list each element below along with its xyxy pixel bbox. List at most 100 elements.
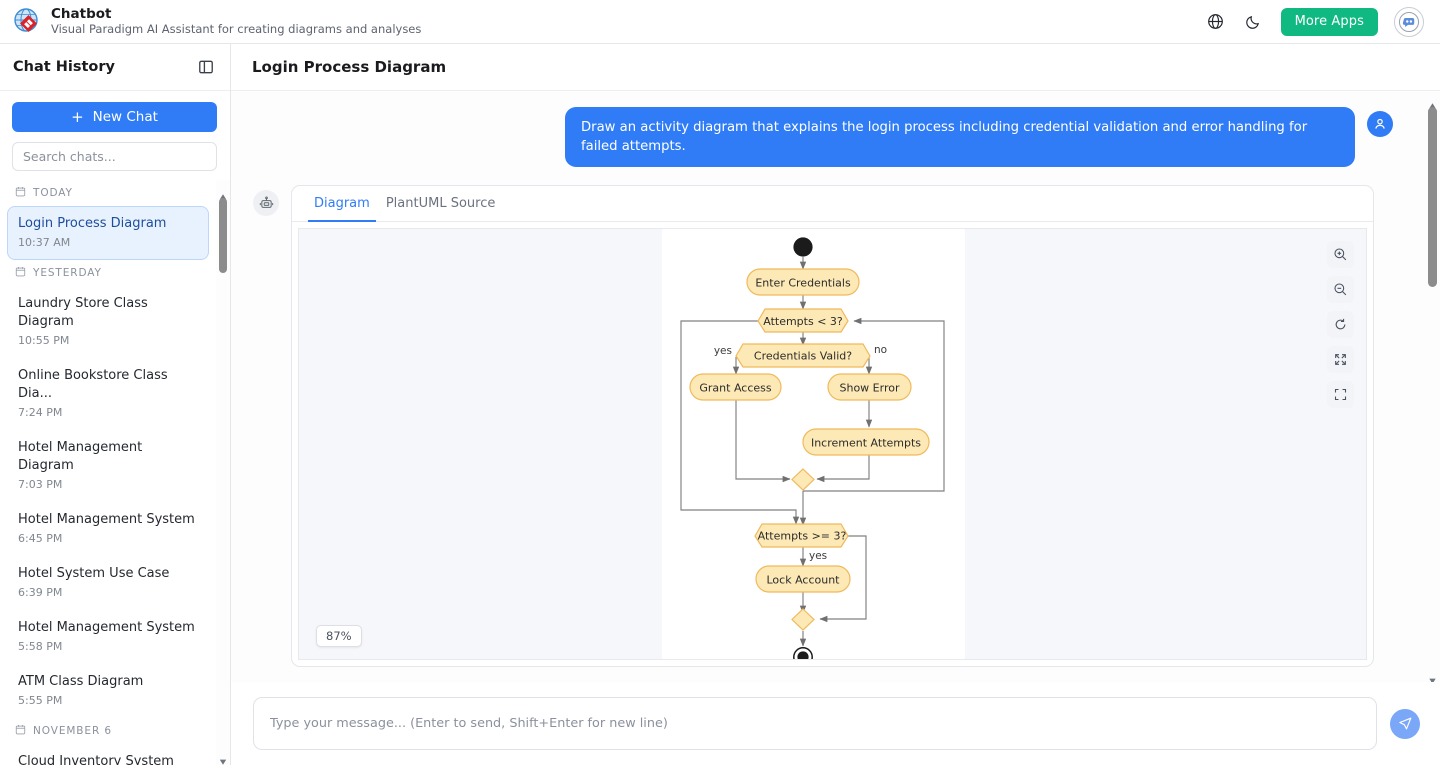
chat-item-title: Online Bookstore Class Dia... <box>18 368 168 401</box>
group-label-text: YESTERDAY <box>33 267 102 279</box>
scroll-down-arrow-icon[interactable] <box>1428 670 1437 682</box>
svg-text:Attempts < 3?: Attempts < 3? <box>763 315 843 328</box>
action-lock-account: Lock Account <box>755 565 851 593</box>
diagram-card: Diagram PlantUML Source <box>291 185 1374 667</box>
conversation-scroll-thumb[interactable] <box>1428 107 1437 287</box>
group-label-text: TODAY <box>33 187 73 199</box>
scroll-down-arrow-icon[interactable] <box>219 751 227 765</box>
action-show-error: Show Error <box>827 373 912 401</box>
send-button[interactable] <box>1390 708 1420 739</box>
diagram-canvas[interactable]: Enter Credentials Attempts < 3? <box>298 228 1367 660</box>
decision-attempts-ge-3: Attempts >= 3? <box>754 523 849 548</box>
tab-diagram[interactable]: Diagram <box>308 186 376 222</box>
chat-item-title: Cloud Inventory System Di... <box>18 754 174 765</box>
sidebar-title: Chat History <box>13 59 115 75</box>
decision-credentials-valid: Credentials Valid? <box>735 343 871 368</box>
svg-text:Show Error: Show Error <box>840 382 900 395</box>
reset-view-icon[interactable] <box>1327 311 1354 338</box>
decision-attempts-lt-3: Attempts < 3? <box>757 308 849 333</box>
chat-item-time: 5:58 PM <box>18 640 63 653</box>
sidebar-scrollbar[interactable] <box>216 180 230 765</box>
moon-icon[interactable] <box>1243 11 1265 33</box>
svg-text:Credentials Valid?: Credentials Valid? <box>754 350 852 363</box>
conversation-scrollbar[interactable] <box>1425 91 1440 682</box>
chat-item[interactable]: Hotel Management System 6:45 PM <box>7 502 209 556</box>
chatbot-avatar-icon[interactable] <box>1394 6 1424 37</box>
page-title: Login Process Diagram <box>252 58 447 76</box>
conversation-area[interactable]: Draw an activity diagram that explains t… <box>231 91 1440 682</box>
chat-item-title: ATM Class Diagram <box>18 674 144 689</box>
zoom-level-badge: 87% <box>316 625 362 647</box>
chat-item-time: 10:55 PM <box>18 334 70 347</box>
diagram-tabs: Diagram PlantUML Source <box>292 186 1373 222</box>
chat-item-time: 5:55 PM <box>18 694 63 707</box>
sidebar-scroll-thumb[interactable] <box>219 198 227 273</box>
chat-item-title: Laundry Store Class Diagram <box>18 296 148 329</box>
brand: Chatbot Visual Paradigm AI Assistant for… <box>12 6 421 37</box>
app-subtitle: Visual Paradigm AI Assistant for creatin… <box>51 22 422 36</box>
tab-plantuml-source[interactable]: PlantUML Source <box>380 186 502 222</box>
edge-label-no-valid: no <box>874 344 887 356</box>
globe-icon[interactable] <box>1205 11 1227 33</box>
diagram-image-surface: Enter Credentials Attempts < 3? <box>662 229 965 659</box>
scroll-up-arrow-icon[interactable] <box>219 186 227 200</box>
message-input[interactable] <box>253 697 1377 750</box>
sidebar: Chat History + New Chat TODAY Login Proce… <box>0 44 231 765</box>
svg-text:Enter Credentials: Enter Credentials <box>755 277 851 290</box>
chat-item-title: Hotel System Use Case <box>18 566 170 581</box>
initial-node <box>793 237 813 257</box>
assistant-message-row: Diagram PlantUML Source <box>253 185 1393 667</box>
zoom-in-icon[interactable] <box>1327 241 1354 268</box>
sidebar-actions: + New Chat <box>0 91 230 171</box>
chat-item-time: 7:03 PM <box>18 478 63 491</box>
chat-item[interactable]: Cloud Inventory System Di...4:20 PM <box>7 744 209 765</box>
new-chat-button[interactable]: + New Chat <box>12 102 217 132</box>
merge-node-1 <box>791 468 815 491</box>
chat-item[interactable]: ATM Class Diagram 5:55 PM <box>7 664 209 718</box>
activity-diagram-svg: Enter Credentials Attempts < 3? <box>680 237 945 659</box>
globe-diamond-logo-icon <box>12 7 42 37</box>
app-header: Chatbot Visual Paradigm AI Assistant for… <box>0 0 1440 44</box>
chat-item[interactable]: Online Bookstore Class Dia...7:24 PM <box>7 358 209 430</box>
header-actions: More Apps <box>1205 6 1428 37</box>
chat-item-title: Hotel Management System <box>18 512 195 527</box>
user-icon <box>1367 111 1393 137</box>
send-icon <box>1398 717 1411 730</box>
fullscreen-icon[interactable] <box>1327 381 1354 408</box>
more-apps-button[interactable]: More Apps <box>1280 7 1378 36</box>
svg-text:Lock Account: Lock Account <box>767 574 841 587</box>
zoom-out-icon[interactable] <box>1327 276 1354 303</box>
user-message-row: Draw an activity diagram that explains t… <box>253 107 1393 167</box>
chat-item[interactable]: Laundry Store Class Diagram 10:55 PM <box>7 286 209 358</box>
action-enter-credentials: Enter Credentials <box>746 268 860 296</box>
canvas-toolbar <box>1327 241 1354 408</box>
chat-item[interactable]: Hotel Management System 5:58 PM <box>7 610 209 664</box>
message-composer <box>231 682 1440 765</box>
panel-collapse-icon[interactable] <box>195 56 217 78</box>
app-title: Chatbot <box>51 6 112 22</box>
new-chat-label: New Chat <box>92 109 158 125</box>
search-input[interactable] <box>12 142 217 171</box>
chat-group-label: YESTERDAY <box>0 260 216 286</box>
fit-to-screen-icon[interactable] <box>1327 346 1354 373</box>
scroll-up-arrow-icon[interactable] <box>1428 95 1437 109</box>
edge-label-yes-lock: yes <box>809 550 827 562</box>
main-panel: Login Process Diagram Draw an activity d… <box>231 44 1440 765</box>
sidebar-header: Chat History <box>0 44 230 91</box>
calendar-icon <box>15 724 26 738</box>
calendar-icon <box>15 266 26 280</box>
action-increment-attempts: Increment Attempts <box>802 428 930 456</box>
svg-text:Grant Access: Grant Access <box>699 382 771 395</box>
robot-icon <box>253 190 279 216</box>
action-grant-access: Grant Access <box>689 373 782 401</box>
chat-item-title: Login Process Diagram <box>18 216 167 231</box>
svg-text:Increment Attempts: Increment Attempts <box>811 437 921 450</box>
chat-item-time: 6:45 PM <box>18 532 63 545</box>
edge-label-yes-valid: yes <box>714 345 732 357</box>
chat-item-title: Hotel Management System <box>18 620 195 635</box>
group-label-text: NOVEMBER 6 <box>33 725 112 737</box>
